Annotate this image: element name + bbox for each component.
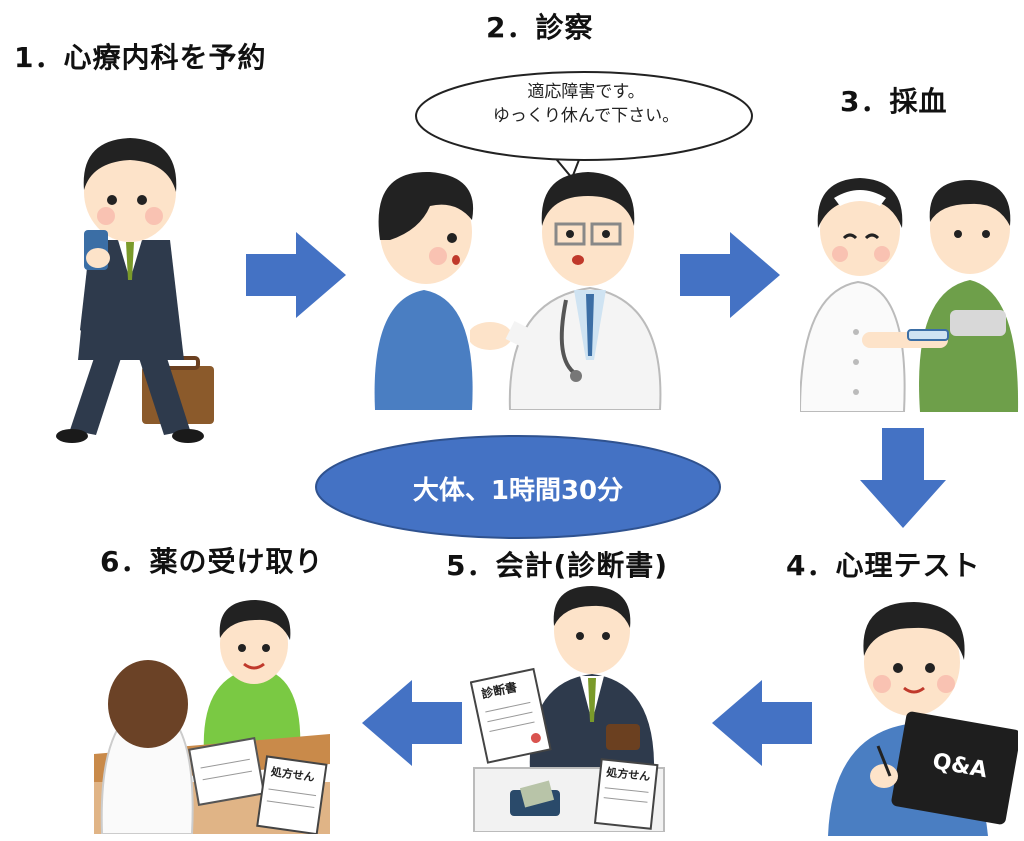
step-4-label: 4．心理テスト	[786, 549, 981, 582]
prescription-title-cashier: 処方せん	[605, 765, 651, 784]
arrow-left-2	[362, 680, 462, 766]
certificate-title: 診断書	[480, 679, 518, 701]
doctor-illustration	[470, 160, 670, 410]
prescription-title-pharmacy: 処方せん	[269, 764, 316, 784]
step-1-label: 1．心療内科を予約	[14, 41, 267, 74]
arrow-down	[860, 428, 946, 528]
arrow-right-2	[680, 232, 780, 318]
businessman-phone-illustration	[50, 130, 230, 450]
arrow-right-1	[246, 232, 346, 318]
speech-bubble	[412, 60, 762, 180]
speech-text: 適応障害です。 ゆっくり休んで下さい。	[430, 80, 742, 128]
step-2-label: 2．診察	[486, 11, 594, 44]
psychology-test-illustration: Q&A	[828, 596, 1018, 836]
step-5-label: 5．会計(診断書)	[446, 549, 669, 582]
nurse-blood-draw-illustration	[800, 172, 1020, 412]
duration-oval	[314, 434, 722, 540]
arrow-left-1	[712, 680, 812, 766]
speech-line-2: ゆっくり休んで下さい。	[492, 106, 680, 126]
speech-line-1: 適応障害です。	[527, 82, 645, 102]
step-6-label: 6．薬の受け取り	[100, 545, 324, 578]
pharmacy-pickup-illustration: 処方せん	[94, 594, 334, 834]
cashier-payment-illustration: 診断書 処方せん	[470, 582, 680, 832]
patient-illustration	[360, 160, 490, 410]
step-3-label: 3．採血	[840, 85, 948, 118]
duration-text: 大体、1時間30分	[412, 476, 624, 506]
